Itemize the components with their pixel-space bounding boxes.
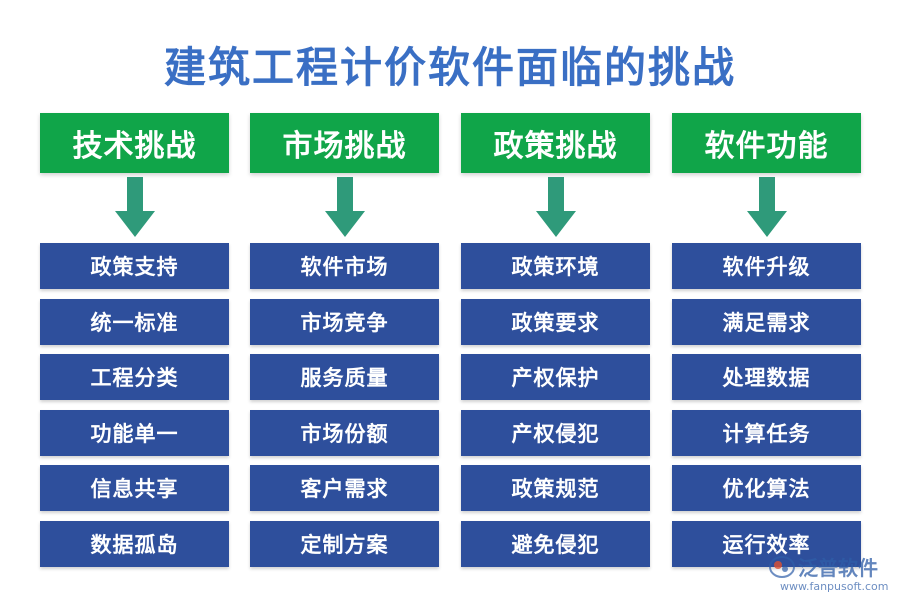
watermark: 泛普软件 www.fanpusoft.com [768,550,893,596]
column-header: 市场挑战 [250,113,439,173]
column-policy: 政策挑战 政策环境 政策要求 产权保护 产权侵犯 政策规范 避免侵犯 [461,113,650,577]
list-item: 优化算法 [672,465,861,512]
column-technical: 技术挑战 政策支持 统一标准 工程分类 功能单一 信息共享 数据孤岛 [40,113,229,577]
list-item: 产权保护 [461,354,650,401]
list-item: 满足需求 [672,298,861,345]
list-item: 信息共享 [40,465,229,512]
list-item: 客户需求 [250,465,439,512]
list-item: 运行效率 [672,520,861,567]
down-arrow-icon [535,177,576,237]
item-list: 政策支持 统一标准 工程分类 功能单一 信息共享 数据孤岛 [40,243,229,577]
list-item: 市场份额 [250,409,439,456]
list-item: 统一标准 [40,298,229,345]
list-item: 产权侵犯 [461,409,650,456]
list-item: 处理数据 [672,354,861,401]
down-arrow-icon [114,177,155,237]
list-item: 政策规范 [461,465,650,512]
down-arrow-icon [324,177,365,237]
item-list: 软件升级 满足需求 处理数据 计算任务 优化算法 运行效率 [672,243,861,577]
list-item: 数据孤岛 [40,520,229,567]
column-market: 市场挑战 软件市场 市场竞争 服务质量 市场份额 客户需求 定制方案 [250,113,439,577]
item-list: 政策环境 政策要求 产权保护 产权侵犯 政策规范 避免侵犯 [461,243,650,577]
watermark-url: www.fanpusoft.com [780,580,889,593]
list-item: 市场竞争 [250,298,439,345]
list-item: 计算任务 [672,409,861,456]
list-item: 定制方案 [250,520,439,567]
list-item: 政策要求 [461,298,650,345]
list-item: 政策环境 [461,243,650,289]
watermark-name: 泛普软件 [798,556,878,580]
item-list: 软件市场 市场竞争 服务质量 市场份额 客户需求 定制方案 [250,243,439,577]
column-header: 软件功能 [672,113,861,173]
list-item: 软件升级 [672,243,861,289]
fanpu-logo-icon [769,556,795,578]
down-arrow-icon [746,177,787,237]
list-item: 工程分类 [40,354,229,401]
list-item: 服务质量 [250,354,439,401]
column-software-function: 软件功能 软件升级 满足需求 处理数据 计算任务 优化算法 运行效率 [672,113,861,577]
list-item: 避免侵犯 [461,520,650,567]
column-header: 政策挑战 [461,113,650,173]
list-item: 功能单一 [40,409,229,456]
list-item: 软件市场 [250,243,439,289]
column-header: 技术挑战 [40,113,229,173]
list-item: 政策支持 [40,243,229,289]
diagram-title: 建筑工程计价软件面临的挑战 [163,43,736,92]
